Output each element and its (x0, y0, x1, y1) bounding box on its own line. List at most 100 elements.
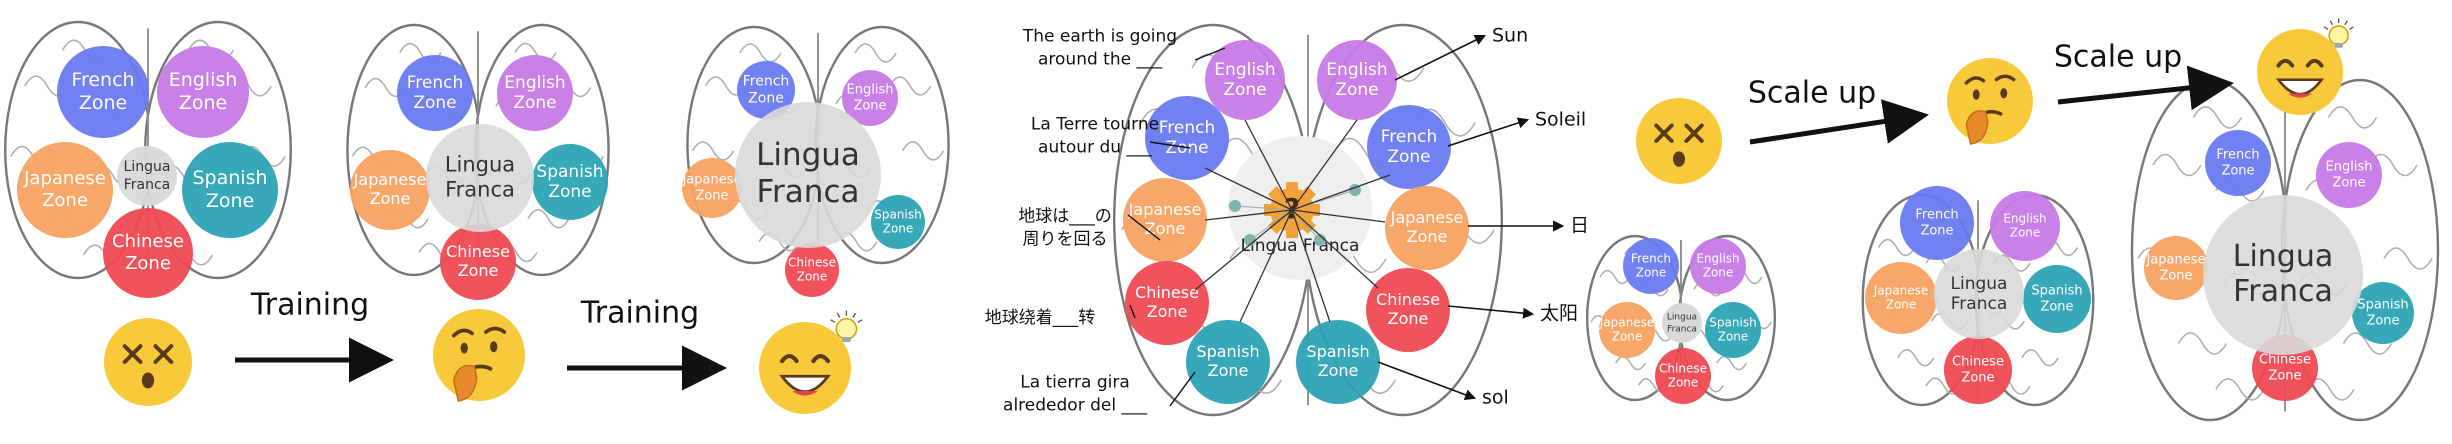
brain-gyrus (1614, 355, 1646, 371)
spanish-zone-label: Spanish (1196, 342, 1259, 361)
answer-text: sol (1482, 387, 1509, 409)
spanish-zone-label: Spanish (192, 167, 267, 189)
query-answer-panel: EnglishZoneEnglishZoneFrenchZoneFrenchZo… (985, 23, 1589, 417)
scale-up-label: Scale up (2054, 40, 2182, 75)
lingua-franca-label: Lingua (1667, 313, 1697, 323)
french-zone-label: Zone (748, 90, 784, 106)
answer-text: 日 (1570, 215, 1589, 237)
spanish-zone-label: Spanish (536, 162, 603, 182)
brain-gyrus (2177, 332, 2228, 355)
spanish-zone-circle (2023, 265, 2091, 333)
english-zone-label: Zone (513, 93, 556, 113)
grinning-face-emoji (2257, 18, 2354, 115)
eyebrow (451, 328, 474, 338)
connection-line (1204, 167, 1293, 211)
chinese-zone-label: Chinese (1659, 361, 1707, 375)
lightbulb-icon (835, 318, 858, 340)
scale-up-label: Scale up (1748, 76, 1876, 111)
japanese-zone-circle (2144, 236, 2208, 300)
eyebrow (1994, 74, 2016, 82)
lingua-franca-zone-label: Lingua (1951, 274, 2008, 294)
lingua-franca-zone-large-circle (2203, 195, 2363, 355)
english-zone-label: English (504, 73, 565, 93)
english-zone-label: English (847, 83, 894, 98)
chinese-zone-circle (1366, 268, 1450, 352)
light-ray (830, 319, 836, 323)
answer-arrow (1447, 305, 1535, 319)
chinese-zone-label: Zone (1668, 376, 1699, 390)
query-pointer (1149, 141, 1191, 149)
open-mouth (1672, 151, 1686, 167)
x-eye-icon (153, 344, 174, 364)
brain-gyrus (1877, 238, 1916, 257)
spanish-zone-circle (1705, 302, 1761, 358)
query-text: around the ___ (1038, 49, 1162, 69)
japanese-zone-label: Japanese (681, 173, 741, 188)
brain-gyrus (854, 43, 897, 63)
chinese-zone-label: Zone (1147, 302, 1188, 321)
query-text: La tierra gira (1020, 373, 1130, 393)
eye (2276, 58, 2295, 68)
japanese-zone-label: Zone (2159, 268, 2192, 283)
french-zone-label: Zone (1387, 147, 1430, 167)
network-link (1234, 205, 1293, 211)
french-zone-label: French (743, 74, 790, 90)
spanish-zone-label: Zone (2040, 299, 2073, 314)
chinese-zone-label: Chinese (1952, 355, 2004, 370)
french-zone-label: Zone (413, 93, 456, 113)
japanese-zone-label: Zone (370, 189, 411, 208)
japanese-zone-label: Zone (1145, 219, 1186, 238)
spanish-zone-circle (532, 144, 608, 220)
french-zone-label: French (1381, 127, 1438, 147)
query-text: 周りを回る (1023, 229, 1108, 249)
eye (2000, 88, 2008, 99)
brain-gyrus (1716, 355, 1748, 371)
chinese-zone-label: Chinese (788, 255, 836, 269)
brain-gyrus (527, 209, 570, 229)
connection-line (1291, 209, 1386, 223)
connection-line (1239, 209, 1293, 323)
brain-gyrus (1897, 349, 1935, 367)
english-zone-circle (1317, 40, 1397, 120)
brain-gyrus (2383, 247, 2433, 270)
english-zone-label: English (1214, 60, 1275, 80)
japanese-zone-label: Japanese (1873, 283, 1929, 297)
spanish-zone-label: Zone (883, 222, 914, 236)
query-text: autour du ___ (1038, 137, 1152, 157)
english-zone-label: Zone (853, 98, 886, 113)
lingua-franca-zone-label: Franca (1951, 294, 2008, 314)
connection-line (1291, 174, 1391, 211)
chinese-zone-label: Zone (2268, 368, 2301, 383)
french-zone-label: French (407, 73, 464, 93)
query-pointer (1129, 304, 1136, 319)
spanish-zone-label: Spanish (1306, 342, 1369, 361)
x-eye-icon (122, 344, 143, 364)
brain-gyrus (691, 141, 735, 161)
english-zone-label: Zone (1703, 266, 1734, 280)
answer-arrow (1447, 117, 1530, 147)
french-zone-label: French (2216, 148, 2259, 163)
scale-up-arrow-1 (1749, 99, 1929, 145)
light-ray (2329, 20, 2334, 26)
japanese-zone-circle (1865, 262, 1937, 334)
english-zone-label: Zone (2010, 226, 2041, 240)
emoji-face (433, 309, 525, 401)
chinese-zone-circle (103, 208, 193, 298)
french-zone-circle (1367, 105, 1451, 189)
japanese-zone-circle (1599, 302, 1655, 358)
lingua-franca-label: Lingua (124, 159, 171, 175)
